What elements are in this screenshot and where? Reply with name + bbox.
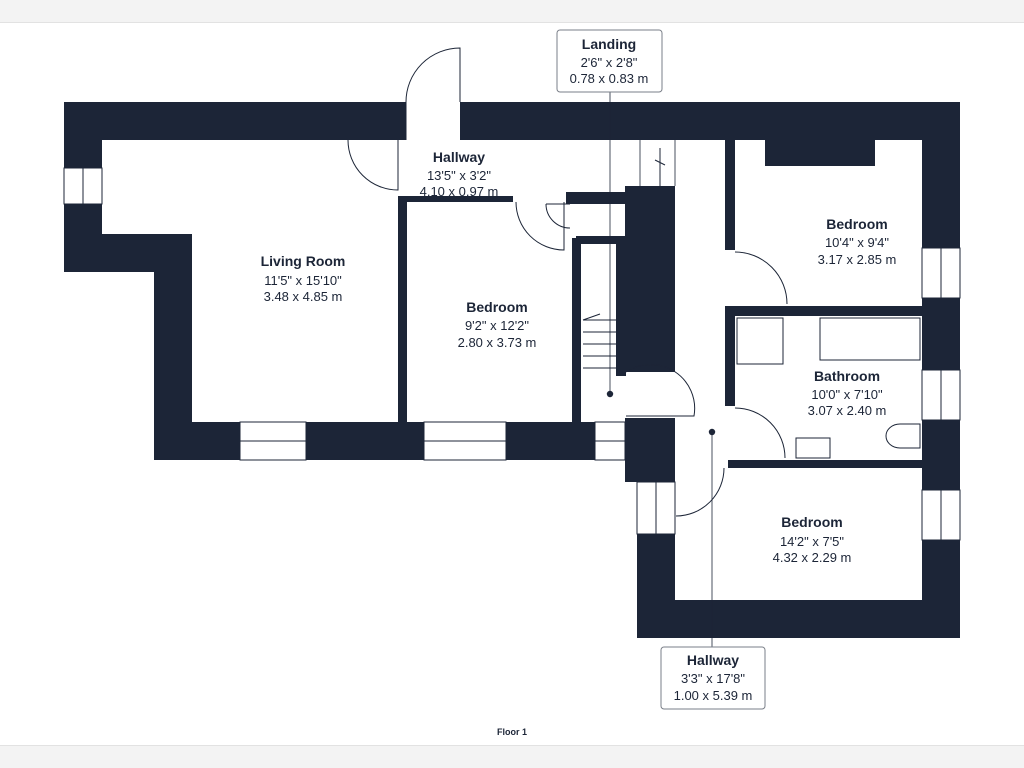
hallway-lower-callout: [660, 646, 766, 710]
hallway-upper-imperial: 13'5" x 3'2": [427, 168, 491, 183]
room-labels: Landing 2'6" x 2'8" 0.78 x 0.83 m Hallwa…: [261, 36, 897, 703]
bathtub: [819, 317, 921, 361]
bedroom-bottom-right-imperial: 14'2" x 7'5": [780, 534, 844, 549]
hallway-lower-imperial: 3'3" x 17'8": [681, 671, 745, 686]
bedroom-middle-name: Bedroom: [466, 299, 527, 315]
toilet: [885, 423, 921, 449]
hallway-upper-metric: 4.10 x 0.97 m: [420, 184, 499, 199]
bathroom-name: Bathroom: [814, 368, 880, 384]
living-room-metric: 3.48 x 4.85 m: [264, 289, 343, 304]
hallway-upper-name: Hallway: [433, 149, 485, 165]
bathroom-metric: 3.07 x 2.40 m: [808, 403, 887, 418]
hallway-lower-metric: 1.00 x 5.39 m: [674, 688, 753, 703]
bedroom-middle-imperial: 9'2" x 12'2": [465, 318, 529, 333]
floor-label: Floor 1: [497, 727, 527, 737]
bedroom-top-right-imperial: 10'4" x 9'4": [825, 235, 889, 250]
bedroom-middle-metric: 2.80 x 3.73 m: [458, 335, 537, 350]
landing-name: Landing: [582, 36, 636, 52]
staircase: [582, 148, 666, 369]
hallway-lower-name: Hallway: [687, 652, 739, 668]
shower-tray: [736, 317, 784, 365]
landing-metric: 0.78 x 0.83 m: [570, 71, 649, 86]
bedroom-bottom-right-metric: 4.32 x 2.29 m: [773, 550, 852, 565]
landing-callout: [556, 29, 663, 93]
doors: [347, 47, 788, 517]
bedroom-top-right-name: Bedroom: [826, 216, 887, 232]
bathroom-imperial: 10'0" x 7'10": [811, 387, 883, 402]
landing-imperial: 2'6" x 2'8": [581, 55, 638, 70]
bedroom-bottom-right-name: Bedroom: [781, 514, 842, 530]
living-room-name: Living Room: [261, 253, 346, 269]
living-room-imperial: 11'5" x 15'10": [264, 273, 342, 288]
windows: [63, 167, 961, 541]
bedroom-top-right-metric: 3.17 x 2.85 m: [818, 252, 897, 267]
dimension-lines: [606, 92, 716, 648]
sink: [795, 437, 831, 459]
bathroom-fixtures: [736, 317, 921, 459]
